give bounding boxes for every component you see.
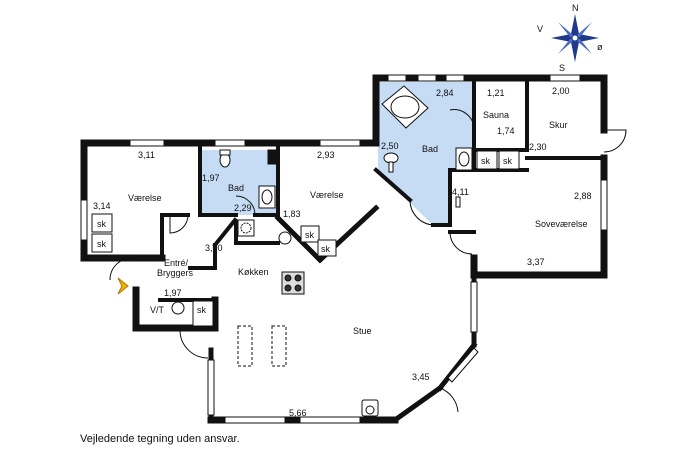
room-sauna: Sauna [483, 110, 509, 120]
closet-label: sk [97, 219, 107, 229]
dimension-label: 2,30 [529, 142, 547, 152]
closet-label: sk [321, 244, 331, 254]
room-vaerelse-mid: Værelse [310, 190, 344, 200]
closets [91, 150, 520, 327]
room-bad-large: Bad [422, 144, 438, 154]
closet-label: sk [97, 239, 107, 249]
room-skur: Skur [549, 120, 568, 130]
compass-v: V [537, 24, 543, 34]
closet-label: sk [481, 156, 491, 166]
room-koekken: Køkken [238, 267, 269, 277]
dimension-label: 2,84 [436, 88, 454, 98]
dimension-label: 3,11 [138, 150, 155, 160]
fixtures [171, 85, 473, 417]
closet-label: sk [197, 305, 207, 315]
dimension-label: 1,21 [487, 88, 505, 98]
closet-label: sk [503, 156, 513, 166]
compass-icon [551, 14, 599, 62]
dimension-label: 1,83 [283, 209, 301, 219]
kitchen-sink-icon [278, 231, 292, 245]
doors [109, 109, 627, 413]
dimension-label: 1,97 [202, 173, 220, 183]
walls [80, 74, 608, 424]
dimension-label: 2,50 [381, 141, 399, 151]
fireplace-icon [237, 219, 255, 237]
dimension-label: 1,97 [164, 288, 182, 298]
dimension-label: 3,37 [527, 257, 545, 267]
windows [80, 74, 608, 424]
dimension-label: 5,66 [289, 408, 307, 418]
dimension-label: 3,00 [205, 243, 223, 253]
dimension-label: 1,74 [497, 126, 515, 136]
room-stue: Stue [353, 326, 372, 336]
dimension-label: 2,93 [317, 150, 335, 160]
compass-n: N [572, 3, 579, 13]
room-bad-small: Bad [228, 183, 244, 193]
vt-label: V/T [150, 305, 165, 315]
dimension-label: 4,11 [452, 187, 469, 197]
utility-sink-icon [171, 301, 185, 315]
dimension-label: 2,00 [552, 86, 570, 96]
room-vaerelse-left: Værelse [128, 193, 162, 203]
compass-s: S [559, 63, 565, 73]
closet-label: sk [305, 230, 315, 240]
disclaimer-caption: Vejledende tegning uden ansvar. [80, 433, 240, 445]
room-bryggers: Bryggers [157, 268, 194, 278]
stove-icon [281, 271, 305, 295]
entrance-arrow-icon [117, 277, 129, 295]
compass-o: ø [597, 42, 603, 52]
room-entre: Entré/ [164, 258, 189, 268]
dimension-label: 3,45 [412, 372, 430, 382]
room-sovevaerelse: Soveværelse [535, 219, 588, 229]
dimension-label: 2,88 [574, 191, 592, 201]
dimension-label: 2,29 [234, 203, 252, 213]
dimension-label: 3,14 [93, 201, 111, 211]
